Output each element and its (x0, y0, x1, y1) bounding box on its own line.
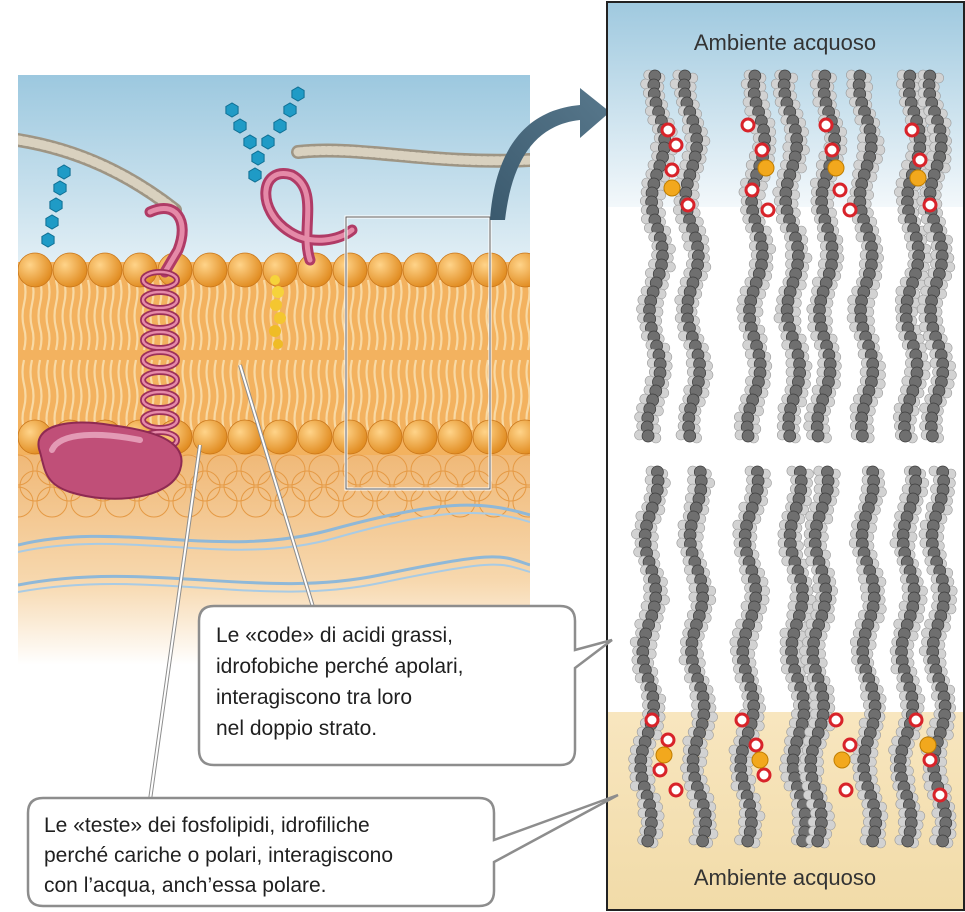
lipid-head (368, 253, 402, 287)
lipid-heads-outer (18, 253, 542, 287)
sugar-unit (50, 198, 62, 212)
oxygen-atom (756, 144, 768, 156)
carbon-atom (926, 430, 938, 442)
sugar-unit (262, 135, 274, 149)
lipid-head (333, 253, 367, 287)
oxygen-atom (662, 734, 674, 746)
heads-callout-line-3: con l’acqua, anch’essa polare. (44, 874, 327, 897)
oxygen-atom (646, 714, 658, 726)
lipid-head (403, 253, 437, 287)
top-environment-label: Ambiente acquoso (694, 30, 876, 55)
lipid-head (333, 420, 367, 454)
tails-callout-line-2: idrofobiche perché apolari, (216, 655, 464, 678)
phosphorus-atom (758, 160, 774, 176)
lipid-head (438, 253, 472, 287)
oxygen-atom (826, 144, 838, 156)
oxygen-atom (924, 199, 936, 211)
oxygen-atom (662, 124, 674, 136)
sugar-unit (244, 135, 256, 149)
molecular-detail-panel: Ambiente acquoso Ambiente acquoso (607, 2, 964, 910)
lipid-head (403, 420, 437, 454)
oxygen-atom (750, 739, 762, 751)
lipid-head (263, 253, 297, 287)
phosphorus-atom (664, 180, 680, 196)
oxygen-atom (820, 119, 832, 131)
oxygen-atom (830, 714, 842, 726)
oxygen-atom (746, 184, 758, 196)
oxygen-atom (666, 164, 678, 176)
oxygen-atom (844, 739, 856, 751)
membrane-illustration (3, 75, 543, 665)
lipid-head (18, 253, 52, 287)
lipid-head (508, 420, 542, 454)
sugar-unit (252, 151, 264, 165)
tails-callout-line-4: nel doppio strato. (216, 717, 377, 740)
phosphorus-atom (752, 752, 768, 768)
carbon-atom (937, 835, 949, 847)
carbon-atom (867, 835, 879, 847)
heads-callout-line-1: Le «teste» dei fosfolipidi, idrofiliche (44, 814, 370, 837)
heads-callout-line-2: perché cariche o polari, interagiscono (44, 844, 393, 867)
carbon-atom (812, 430, 824, 442)
oxygen-atom (906, 124, 918, 136)
lipid-head (438, 420, 472, 454)
sugar-unit (58, 165, 70, 179)
oxygen-atom (844, 204, 856, 216)
phosphorus-atom (656, 747, 672, 763)
sugar-unit (274, 119, 286, 133)
phosphorus-atom (828, 160, 844, 176)
bottom-environment-label: Ambiente acquoso (694, 865, 876, 890)
carbon-atom (742, 835, 754, 847)
oxygen-atom (834, 184, 846, 196)
sugar-unit (46, 215, 58, 229)
carbon-atom (784, 430, 796, 442)
oxygen-atom (840, 784, 852, 796)
carbon-atom (697, 835, 709, 847)
carbon-atom (856, 430, 868, 442)
carbon-atom (684, 430, 696, 442)
sugar-unit (284, 103, 296, 117)
carbon-atom (642, 430, 654, 442)
lipid-head (368, 420, 402, 454)
sugar-unit (234, 119, 246, 133)
phosphorus-atom (920, 737, 936, 753)
lipid-head (508, 253, 542, 287)
sugar-unit (292, 87, 304, 101)
phosphorus-atom (910, 170, 926, 186)
carbon-atom (902, 835, 914, 847)
oxygen-atom (762, 204, 774, 216)
lipid-head (263, 420, 297, 454)
carbon-atom (812, 835, 824, 847)
oxygen-atom (654, 764, 666, 776)
tails-callout-line-1: Le «code» di acidi grassi, (216, 624, 453, 647)
lipid-head (298, 420, 332, 454)
carbon-atom (742, 430, 754, 442)
phosphorus-atom (834, 752, 850, 768)
oxygen-atom (742, 119, 754, 131)
oxygen-atom (682, 199, 694, 211)
sugar-unit (226, 103, 238, 117)
oxygen-atom (910, 714, 922, 726)
oxygen-atom (934, 789, 946, 801)
lipid-head (88, 253, 122, 287)
tails-callout-line-3: interagiscono tra loro (216, 686, 412, 709)
oxygen-atom (924, 754, 936, 766)
oxygen-atom (736, 714, 748, 726)
oxygen-atom (670, 784, 682, 796)
lipid-head (228, 253, 262, 287)
tails-callout: Le «code» di acidi grassi, idrofobiche p… (199, 606, 612, 765)
sugar-unit (249, 168, 261, 182)
carbon-atom (642, 835, 654, 847)
oxygen-atom (914, 154, 926, 166)
heads-callout: Le «teste» dei fosfolipidi, idrofiliche … (28, 795, 618, 906)
sugar-unit (42, 233, 54, 247)
carbon-atom (899, 430, 911, 442)
sugar-unit (54, 181, 66, 195)
lipid-head (193, 253, 227, 287)
oxygen-atom (758, 769, 770, 781)
oxygen-atom (670, 139, 682, 151)
lipid-head (53, 253, 87, 287)
